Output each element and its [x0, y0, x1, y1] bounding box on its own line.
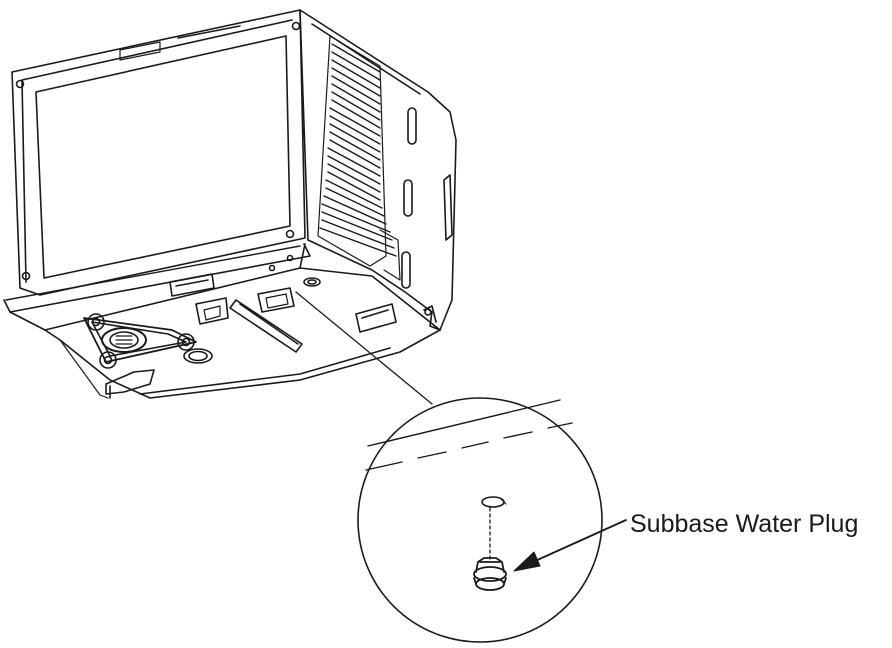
callout-label: Subbase Water Plug: [630, 510, 859, 538]
motor-mount: [84, 314, 196, 368]
front-panel: [4, 10, 310, 312]
air-conditioner-unit: [4, 10, 456, 398]
detail-view: [358, 398, 626, 642]
base-pan: [10, 244, 440, 398]
side-panel: [300, 10, 456, 330]
detail-leader-line: [296, 292, 432, 404]
side-vent-slots: [320, 44, 396, 256]
callout-arrow: [514, 520, 626, 571]
drain-hole: [482, 497, 504, 507]
side-slot-openings: [402, 108, 416, 288]
water-plug: [474, 558, 506, 590]
